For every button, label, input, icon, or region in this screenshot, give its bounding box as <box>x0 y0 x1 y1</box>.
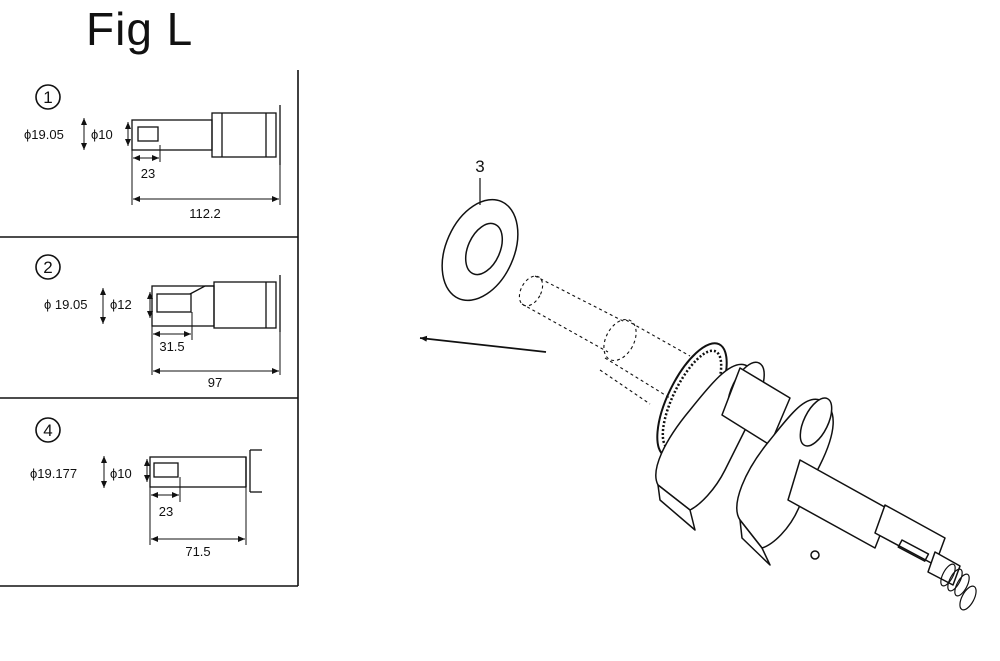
panel-number: 4 <box>43 421 52 440</box>
panel-2: 2 ϕ 19.05 ϕ12 31.5 97 <box>35 254 281 390</box>
dimension-lines <box>81 118 281 205</box>
inner-diameter-label: ϕ10 <box>110 466 132 481</box>
depth-label: 31.5 <box>159 339 184 354</box>
depth-label: 23 <box>141 166 155 181</box>
figure-title: Fig L <box>86 3 194 55</box>
panel-number-badge <box>35 84 61 110</box>
panel-1: 1 ϕ19.05 ϕ10 23 112.2 <box>24 84 281 221</box>
part-number-label: 3 <box>475 157 484 176</box>
length-label: 112.2 <box>189 206 221 221</box>
direction-arrow <box>419 335 547 353</box>
outer-diameter-label: ϕ19.177 <box>30 466 77 481</box>
dimension-lines <box>101 456 247 545</box>
part-3-callout: 3 <box>475 157 485 205</box>
inner-diameter-label: ϕ10 <box>91 127 113 142</box>
panel-number-badge <box>35 417 61 443</box>
length-label: 71.5 <box>185 544 210 559</box>
panel-number: 1 <box>43 88 52 107</box>
shaft-drawing <box>151 275 281 332</box>
outer-diameter-label: ϕ19.05 <box>24 127 64 142</box>
crankshaft-illustration <box>518 275 977 611</box>
shaft-spec-panels <box>0 70 299 587</box>
panel-4: 4 ϕ19.177 ϕ10 23 71.5 <box>30 417 262 559</box>
length-label: 97 <box>208 375 222 390</box>
dimension-lines <box>100 288 281 375</box>
panel-number-badge <box>35 254 61 280</box>
outer-diameter-label: ϕ 19.05 <box>44 297 87 312</box>
panel-number: 2 <box>43 258 52 277</box>
shaft-drawing <box>149 449 262 493</box>
washer-illustration <box>441 198 519 302</box>
shaft-drawing <box>131 105 281 165</box>
inner-diameter-label: ϕ12 <box>110 297 132 312</box>
depth-label: 23 <box>159 504 173 519</box>
